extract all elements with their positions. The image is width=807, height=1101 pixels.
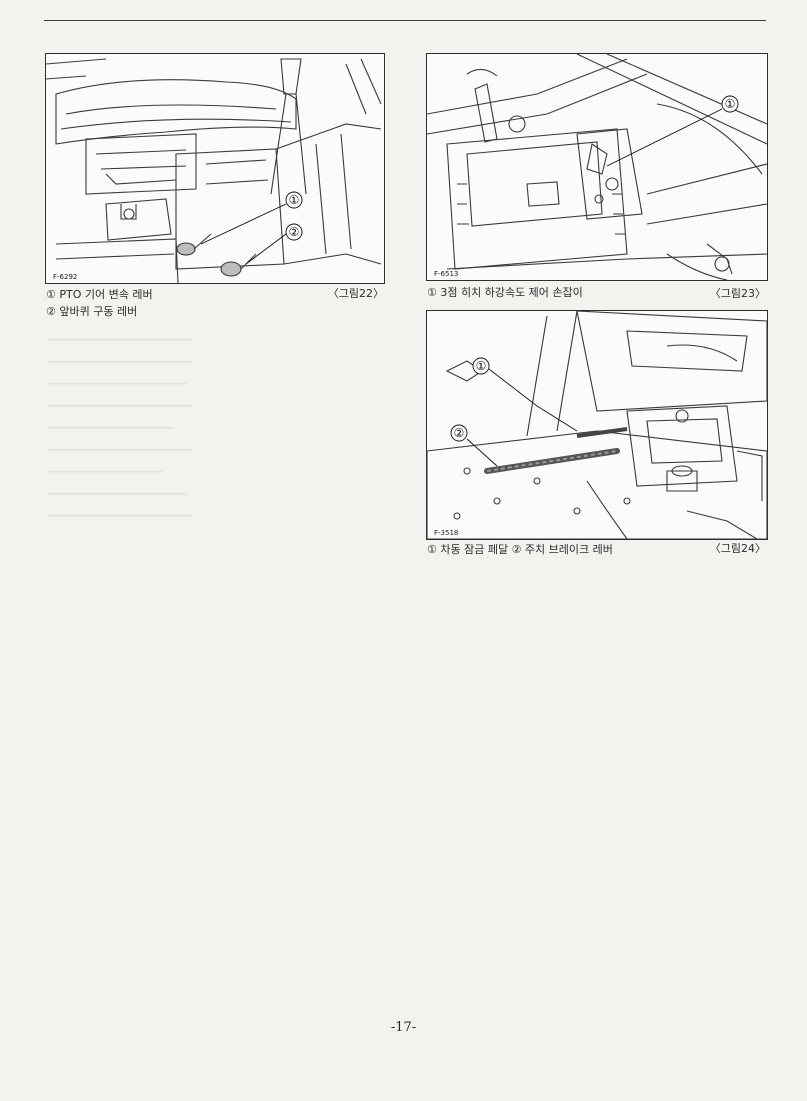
figure-23-label: 〈그림23〉: [709, 287, 766, 300]
callout-marker: [450, 424, 468, 442]
bleed-through-text: ━━━━━━━━━━━━━━━━━━━━━━━━ ━━━━━━━━━━━━━━━…: [48, 335, 193, 522]
callout-marker: [285, 191, 303, 209]
figure-24-illustration: ① ②: [427, 311, 767, 539]
figure-23-caption-1: ① 3점 히치 하강속도 제어 손잡이: [427, 286, 583, 299]
callout-marker: [472, 357, 490, 375]
figure-23-callout-1: ①: [725, 97, 736, 111]
figure-22-illustration: ① ②: [46, 58, 382, 283]
figure-22-label: 〈그림22〉: [327, 287, 384, 300]
figure-23-illustration: ①: [427, 54, 767, 280]
figure-22-callout-2: ②: [289, 225, 300, 239]
figure-22-image: ① ② F-6292: [45, 53, 385, 284]
top-rule: [44, 20, 766, 21]
callout-marker: [721, 95, 739, 113]
figure-24-caption-1: ① 차동 잠금 페달 ② 주치 브레이크 레버: [427, 543, 613, 556]
figure-22-caption-1: ① PTO 기어 변속 레버: [46, 288, 153, 301]
figure-22-caption-2: ② 앞바퀴 구동 레버: [46, 305, 138, 318]
figure-22-callout-1: ①: [289, 193, 300, 207]
figure-23-image: ① F-6513: [426, 53, 768, 281]
figure-24-image: ① ② F-3518: [426, 310, 768, 540]
figure-24-callout-2: ②: [454, 426, 465, 440]
figure-24-code: F-3518: [433, 529, 460, 537]
figure-24-label: 〈그림24〉: [709, 542, 766, 555]
figure-24-callout-1: ①: [476, 359, 487, 373]
figure-23-code: F-6513: [433, 270, 460, 278]
page-number: -17-: [390, 1020, 417, 1035]
figure-22-code: F-6292: [52, 273, 79, 281]
callout-marker: [285, 223, 303, 241]
